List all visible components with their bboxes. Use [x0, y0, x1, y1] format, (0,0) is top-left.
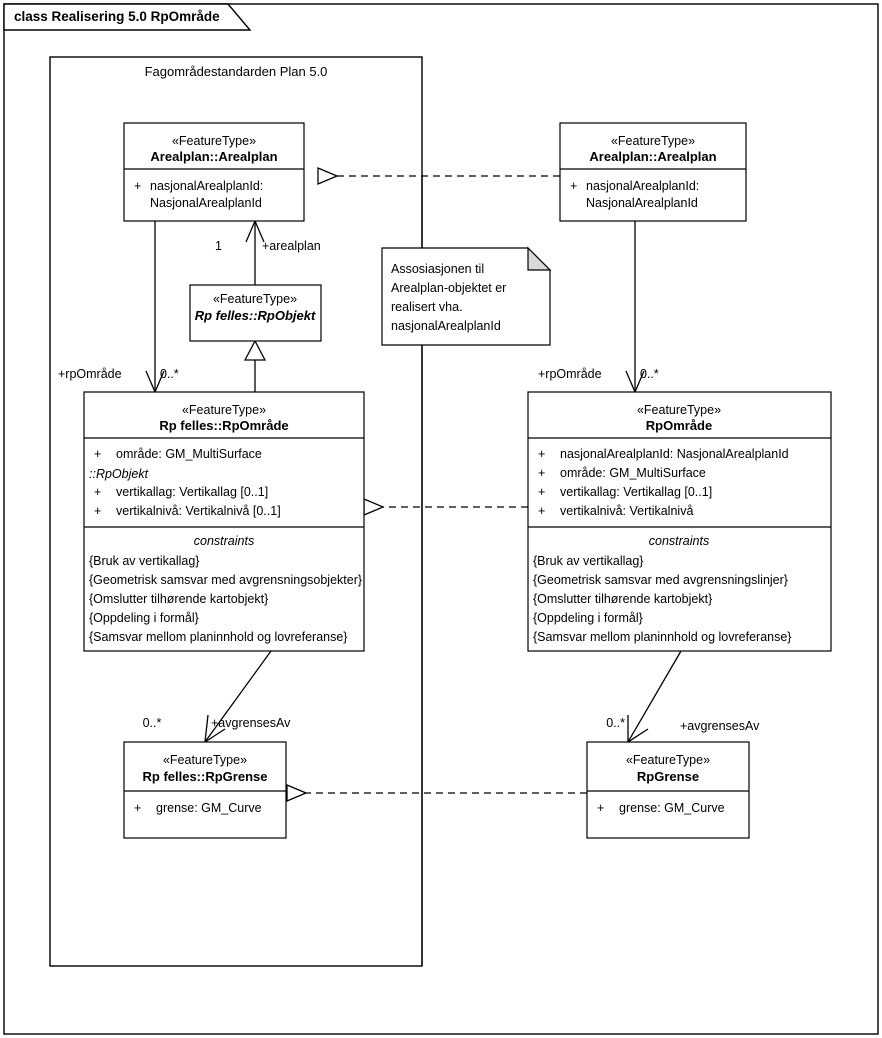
package-label: Fagområdestandarden Plan 5.0 [145, 64, 328, 79]
connector-realization-rpgrense [286, 784, 587, 802]
attribute-text: grense: GM_Curve [156, 801, 262, 815]
class-name: Rp felles::RpOmråde [159, 418, 288, 433]
attribute-text: område: GM_MultiSurface [560, 466, 706, 480]
diagram-title: class Realisering 5.0 RpOmråde [14, 9, 220, 24]
connector-avgrensesav-left: 0..* +avgrensesAv [143, 650, 291, 744]
constraint-item: {Geometrisk samsvar med avgrensningslinj… [533, 573, 788, 587]
multiplicity-label-rpomrade-left: 0..* [160, 367, 179, 381]
attribute-type: NasjonalArealplanId [586, 196, 698, 210]
class-stereotype: «FeatureType» [637, 403, 721, 417]
class-stereotype: «FeatureType» [163, 753, 247, 767]
role-label-rpomrade-right: +rpOmråde [538, 367, 602, 381]
constraints-header: constraints [194, 534, 254, 548]
attribute-visibility: + [538, 447, 545, 461]
constraint-item: {Omslutter tilhørende kartobjekt} [533, 592, 712, 606]
class-rpgrense-left[interactable]: «FeatureType» Rp felles::RpGrense + gren… [123, 741, 287, 839]
constraint-item: {Samsvar mellom planinnhold og lovrefera… [533, 630, 791, 644]
attribute-text: vertikalnivå: Vertikalnivå [0..1] [116, 504, 281, 518]
connector-arealplan-rpomrade-right: +rpOmråde 0..* [538, 221, 659, 394]
constraints-header: constraints [649, 534, 709, 548]
role-label-rpomrade-left: +rpOmråde [58, 367, 122, 381]
multiplicity-label-rpomrade-right: 0..* [640, 367, 659, 381]
note-line-1: Assosiasjonen til [391, 262, 484, 276]
attribute-text: vertikalnivå: Vertikalnivå [560, 504, 693, 518]
class-arealplan-left[interactable]: «FeatureType» Arealplan::Arealplan + nas… [123, 122, 305, 222]
constraint-item: {Geometrisk samsvar med avgrensningsobje… [89, 573, 362, 587]
connector-rpobjekt-arealplan: 1 +arealplan [215, 219, 321, 285]
note-line-2: Arealplan-objektet er [391, 281, 506, 295]
attribute-visibility: + [538, 504, 545, 518]
attribute-visibility: + [570, 179, 577, 193]
role-label-arealplan: +arealplan [262, 239, 321, 253]
role-label-avgrenses-right: +avgrensesAv [680, 719, 760, 733]
attribute-text: nasjonalArealplanId: NasjonalArealplanId [560, 447, 789, 461]
attribute-type: NasjonalArealplanId [150, 196, 262, 210]
attribute-text: vertikallag: Vertikallag [0..1] [116, 485, 268, 499]
class-stereotype: «FeatureType» [611, 134, 695, 148]
class-rpgrense-right[interactable]: «FeatureType» RpGrense + grense: GM_Curv… [586, 741, 750, 839]
attribute-visibility: + [94, 447, 101, 461]
attribute-text: grense: GM_Curve [619, 801, 725, 815]
connector-arealplan-rpomrade-left: +rpOmråde 0..* [58, 221, 179, 394]
multiplicity-label-arealplan: 1 [215, 239, 222, 253]
attribute-text: vertikallag: Vertikallag [0..1] [560, 485, 712, 499]
connector-avgrensesav-right: 0..* +avgrensesAv [606, 650, 760, 744]
class-name: RpGrense [637, 769, 699, 784]
multiplicity-label-avgrenses-left: 0..* [143, 716, 162, 730]
class-name: Arealplan::Arealplan [589, 149, 716, 164]
constraint-item: {Samsvar mellom planinnhold og lovrefera… [89, 630, 347, 644]
class-stereotype: «FeatureType» [182, 403, 266, 417]
class-name: Arealplan::Arealplan [150, 149, 277, 164]
attribute-group-header: ::RpObjekt [89, 467, 149, 481]
attribute-name: nasjonalArealplanId: [586, 179, 699, 193]
class-stereotype: «FeatureType» [213, 292, 297, 306]
role-label-avgrenses-left: +avgrensesAv [211, 716, 291, 730]
multiplicity-label-avgrenses-right: 0..* [606, 716, 625, 730]
note-realisering: Assosiasjonen til Arealplan-objektet er … [381, 246, 552, 346]
constraint-item: {Oppdeling i formål} [89, 611, 199, 625]
attribute-visibility: + [134, 179, 141, 193]
note-line-3: realisert vha. [391, 300, 463, 314]
class-rpomrade-right[interactable]: «FeatureType» RpOmråde + nasjonalArealpl… [527, 391, 832, 652]
class-rpobjekt[interactable]: «FeatureType» Rp felles::RpObjekt [189, 284, 322, 342]
attribute-visibility: + [538, 485, 545, 499]
connector-realization-arealplan [317, 167, 560, 185]
attribute-text: område: GM_MultiSurface [116, 447, 262, 461]
class-stereotype: «FeatureType» [172, 134, 256, 148]
class-name: RpOmråde [646, 418, 712, 433]
connector-generalization-rpomrade-rpobjekt [243, 339, 267, 392]
attribute-visibility: + [538, 466, 545, 480]
attribute-name: nasjonalArealplanId: [150, 179, 263, 193]
attribute-visibility: + [94, 504, 101, 518]
constraint-item: {Bruk av vertikallag} [533, 554, 643, 568]
note-line-4: nasjonalArealplanId [391, 319, 501, 333]
class-name: Rp felles::RpObjekt [195, 308, 316, 323]
class-rpomrade-left[interactable]: «FeatureType» Rp felles::RpOmråde + områ… [83, 391, 365, 652]
constraint-item: {Bruk av vertikallag} [89, 554, 199, 568]
constraint-item: {Omslutter tilhørende kartobjekt} [89, 592, 268, 606]
class-name: Rp felles::RpGrense [143, 769, 268, 784]
attribute-visibility: + [134, 801, 141, 815]
attribute-visibility: + [94, 485, 101, 499]
class-arealplan-right[interactable]: «FeatureType» Arealplan::Arealplan + nas… [559, 122, 747, 222]
constraint-item: {Oppdeling i formål} [533, 611, 643, 625]
attribute-visibility: + [597, 801, 604, 815]
class-stereotype: «FeatureType» [626, 753, 710, 767]
